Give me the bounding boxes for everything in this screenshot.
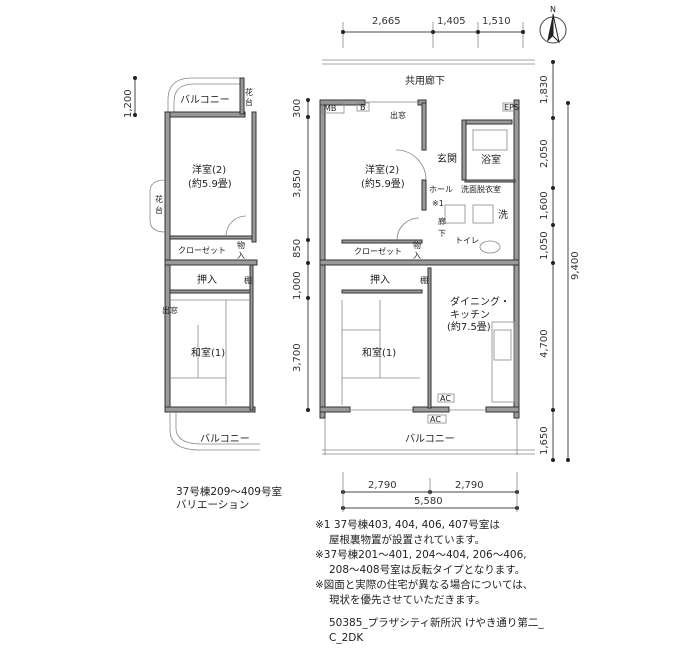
flower-stand-label: 花 <box>245 87 253 97</box>
mb-box <box>321 102 345 114</box>
north-compass-icon: N <box>539 5 567 44</box>
note-1-cont: 屋根裏物置が設置されています。 <box>329 534 486 546</box>
variation-balcony-bottom: バルコニー <box>200 433 250 445</box>
japanese-room-label: 和室(1) <box>362 346 396 359</box>
dining-size: (約7.5畳) <box>447 320 491 333</box>
variation-western-room: 洋室(2) <box>192 163 226 176</box>
toilet-label: トイレ <box>455 236 479 245</box>
ac-label: AC <box>440 394 451 403</box>
ac-label-2: AC <box>430 415 441 424</box>
note-3-cont: 現状を優先させていただきます。 <box>329 594 486 606</box>
entrance-label: 玄関 <box>437 152 457 165</box>
mb-label: MB <box>324 104 336 113</box>
variation-shelf: 棚 <box>244 275 252 285</box>
variation-storage: 物 <box>237 240 245 250</box>
dim-right-total: 9,400 <box>570 251 581 280</box>
right-dimensions: 1,830 2,050 1,600 1,050 4,700 1,650 9,40… <box>539 60 581 462</box>
north-label: N <box>550 5 556 14</box>
corridor: 共用廊下 <box>322 59 535 87</box>
shelf-label: 棚 <box>420 275 428 285</box>
dim-right-2: 2,050 <box>539 139 550 168</box>
dim-left-3: 850 <box>292 239 303 258</box>
variation-caption-1: 37号棟209～409号室 <box>176 486 282 498</box>
hall-label: ホール <box>429 185 453 194</box>
western-room-label: 洋室(2) <box>365 163 399 176</box>
dining-label: ダイニング・ <box>450 295 510 308</box>
hallway-label: 廊 <box>438 216 446 226</box>
dining-label-2: キッチン <box>450 309 490 321</box>
variation-plan: 1,200 バルコニー 花 台 花 台 洋室(2) (約5.9畳) クローゼット… <box>123 76 260 451</box>
flower-stand-side-label-2: 台 <box>155 205 163 215</box>
note-mark: ※1 <box>432 199 444 208</box>
note-1: ※1 37号棟403, 404, 406, 407号室は <box>315 519 500 531</box>
variation-balcony-top: バルコニー <box>180 94 230 106</box>
variation-closet: クローゼット <box>178 245 226 255</box>
dim-left-4: 1,000 <box>292 271 303 300</box>
b-label: B <box>360 103 366 112</box>
balcony-label: バルコニー <box>405 433 455 445</box>
flower-stand-side-label: 花 <box>155 194 163 204</box>
note-2-cont: 208～408号室は反転タイプとなります。 <box>329 564 526 576</box>
dim-right-5: 4,700 <box>539 329 550 358</box>
dim-variation: 1,200 <box>123 89 134 118</box>
variation-japanese-room: 和室(1) <box>191 346 225 359</box>
dim-bottom-total: 5,580 <box>414 496 443 507</box>
dim-right-1: 1,830 <box>539 75 550 104</box>
corridor-label: 共用廊下 <box>405 74 445 87</box>
storage-label: 物 <box>413 240 421 250</box>
dim-right-4: 1,050 <box>539 231 550 260</box>
main-plan: MB B EPS 出窓 玄関 浴室 洋室(2) (約5.9畳) ホール 洗面脱衣… <box>319 99 535 455</box>
dim-left-5: 3,700 <box>292 343 303 372</box>
dim-left-2: 3,850 <box>292 169 303 198</box>
variation-western-size: (約5.9畳) <box>188 177 232 190</box>
footer-title: 50385_プラザシティ新所沢 けやき通り第二_ <box>329 617 544 629</box>
hallway-label-2: 下 <box>438 229 446 238</box>
footer-code: C_2DK <box>329 632 364 644</box>
variation-caption-2: バリエーション <box>176 499 250 511</box>
closet-label: クローゼット <box>354 246 402 256</box>
dim-bottom-2: 2,790 <box>455 480 484 491</box>
variation-oshiire: 押入 <box>197 273 217 286</box>
flower-stand-label-2: 台 <box>245 97 253 107</box>
notes: ※1 37号棟403, 404, 406, 407号室は 屋根裏物置が設置されて… <box>315 518 544 646</box>
eps-label: EPS <box>504 103 519 112</box>
dim-right-3: 1,600 <box>539 191 550 220</box>
western-room-size: (約5.9畳) <box>361 177 405 190</box>
bottom-dimensions: 2,790 2,790 5,580 <box>341 472 519 512</box>
dim-left-1: 300 <box>292 99 303 118</box>
washroom-label: 洗面脱衣室 <box>461 184 501 194</box>
note-3: ※図面と実際の住宅が異なる場合については、 <box>315 579 534 591</box>
left-dimensions: 300 3,850 850 1,000 3,700 <box>292 98 310 412</box>
note-2: ※37号棟201～401, 204～404, 206～406, <box>315 549 527 561</box>
storage-label-2: 入 <box>413 251 421 260</box>
variation-caption: 37号棟209～409号室 バリエーション <box>176 486 282 512</box>
oshiire-label: 押入 <box>370 273 390 286</box>
dim-top-3: 1,510 <box>482 16 511 27</box>
variation-window: 出窓 <box>162 305 178 315</box>
washer-label: 洗 <box>498 209 508 221</box>
dim-right-6: 1,650 <box>539 426 550 455</box>
dim-top-1: 2,665 <box>372 16 401 27</box>
dim-bottom-1: 2,790 <box>368 480 397 491</box>
bath-label: 浴室 <box>481 153 501 166</box>
dim-top-2: 1,405 <box>437 16 466 27</box>
variation-storage-2: 入 <box>237 251 245 260</box>
top-dimensions: 2,665 1,405 1,510 <box>341 16 525 48</box>
window-label: 出窓 <box>390 110 406 120</box>
